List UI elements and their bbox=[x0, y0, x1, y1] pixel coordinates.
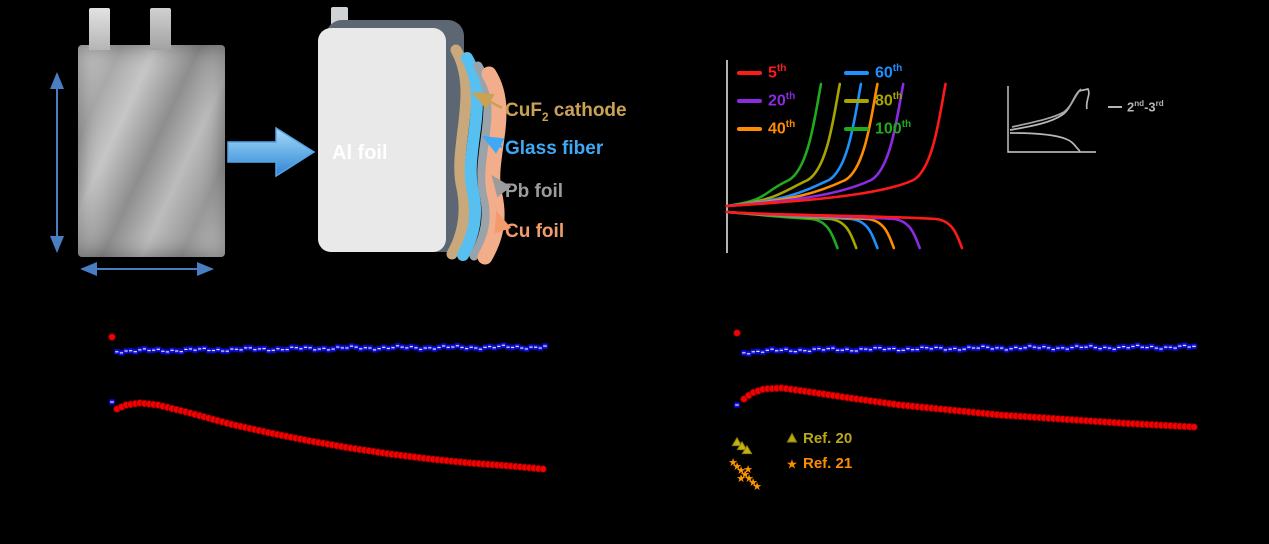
cuf2-suffix: cathode bbox=[548, 100, 627, 121]
inset-curve-3rd bbox=[1011, 88, 1082, 128]
ref-20-triangle-icon bbox=[786, 432, 798, 443]
inset-first-cycles-plot bbox=[1007, 86, 1096, 153]
legend-item-60th: 60th bbox=[844, 64, 902, 81]
al-foil-label: Al foil bbox=[332, 142, 388, 164]
ref-21-star-icon: ★ bbox=[786, 457, 798, 472]
legend-line-swatch bbox=[737, 98, 762, 103]
legend-line-swatch bbox=[844, 70, 869, 75]
ref-20-series bbox=[731, 436, 753, 455]
svg-text:★: ★ bbox=[732, 461, 742, 473]
legend-line-swatch bbox=[737, 126, 762, 131]
cycling-plot-left bbox=[108, 333, 549, 473]
pouch-cell-photo bbox=[78, 45, 225, 257]
svg-text:★: ★ bbox=[736, 465, 746, 477]
inset-legend-text: 2nd-3rd bbox=[1127, 99, 1164, 115]
legend-line-swatch bbox=[737, 70, 762, 75]
legend-item-20th: 20th bbox=[737, 92, 795, 109]
svg-text:★: ★ bbox=[740, 469, 750, 481]
cycling-plot-right: ★★★★★★★★★ bbox=[728, 329, 1198, 493]
legend-item-text: 5th bbox=[768, 63, 787, 82]
cuf2-cathode-label: CuF2 cathode bbox=[505, 100, 627, 125]
legend-line-swatch bbox=[844, 98, 869, 103]
cuf2-prefix: CuF bbox=[505, 100, 542, 121]
legend-line-swatch bbox=[844, 126, 869, 131]
transform-arrow-icon bbox=[227, 126, 316, 178]
discharge-capacity-series bbox=[108, 333, 547, 473]
svg-text:★: ★ bbox=[728, 457, 738, 469]
svg-text:★: ★ bbox=[744, 473, 754, 485]
svg-text:★: ★ bbox=[736, 473, 746, 485]
inset-legend: 2nd-3rd bbox=[1108, 99, 1164, 114]
reference-legend-markers: ★ bbox=[786, 432, 798, 472]
legend-item-40th: 40th bbox=[737, 120, 795, 137]
legend-item-text: 80th bbox=[875, 91, 903, 110]
svg-text:★: ★ bbox=[748, 477, 758, 489]
cuf2-subscript: 2 bbox=[541, 110, 549, 124]
legend-item-text: 20th bbox=[768, 91, 796, 110]
svg-text:★: ★ bbox=[752, 481, 762, 493]
legend-item-text: 100th bbox=[875, 119, 912, 138]
legend-item-5th: 5th bbox=[737, 64, 786, 81]
coulombic-efficiency-series bbox=[108, 342, 549, 406]
cu-foil-label: Cu foil bbox=[505, 221, 565, 242]
cell-schematic bbox=[318, 7, 507, 265]
cycle-5th-curves bbox=[725, 82, 964, 250]
coulombic-efficiency-series bbox=[733, 342, 1198, 409]
glass-fiber-label: Glass fiber bbox=[505, 138, 604, 159]
al-foil-body bbox=[318, 28, 446, 252]
cuf2-cathode-layer bbox=[446, 44, 472, 260]
voltage-profile-curves bbox=[725, 82, 964, 250]
pouch-tab-right bbox=[150, 8, 171, 50]
legend-item-text: 60th bbox=[875, 63, 903, 82]
legend-item-100th: 100th bbox=[844, 120, 911, 137]
legend-item-80th: 80th bbox=[844, 92, 902, 109]
ref-21-label: Ref. 21 bbox=[803, 455, 853, 472]
ref-21-series: ★★★★★★★★★ bbox=[728, 457, 762, 493]
pouch-tab-left bbox=[89, 8, 110, 50]
inset-curve-discharge bbox=[1009, 132, 1081, 152]
legend-item-text: 40th bbox=[768, 119, 796, 138]
svg-text:★: ★ bbox=[743, 464, 753, 476]
pb-foil-label: Pb foil bbox=[505, 181, 564, 202]
layer-label-arrows bbox=[471, 91, 512, 234]
inset-axes bbox=[1007, 86, 1096, 153]
ref-20-label: Ref. 20 bbox=[803, 430, 853, 447]
gray-line-swatch bbox=[1108, 105, 1122, 108]
discharge-capacity-series bbox=[733, 329, 1198, 431]
